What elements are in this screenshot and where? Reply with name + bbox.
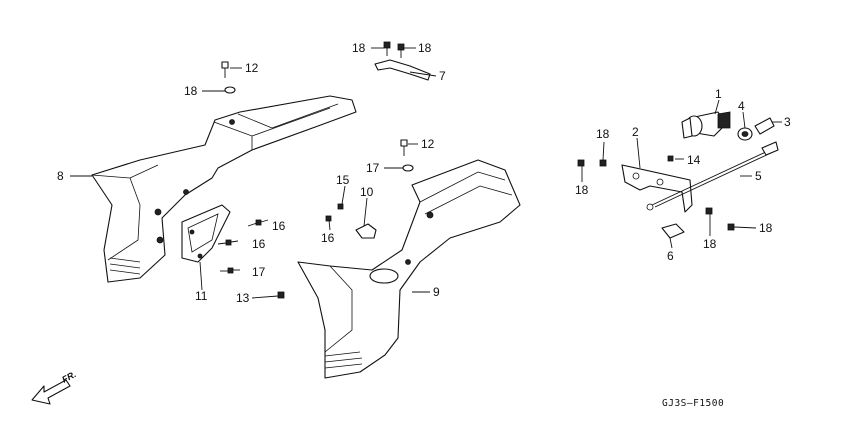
callout-12: 12 xyxy=(421,137,435,151)
callout-8: 8 xyxy=(57,169,64,183)
screw[interactable] xyxy=(255,219,269,226)
callout-11: 11 xyxy=(195,289,208,303)
cable-clamp[interactable] xyxy=(661,223,685,239)
washer[interactable] xyxy=(224,86,236,94)
callout-18: 18 xyxy=(352,41,366,55)
callout-15: 16 xyxy=(321,231,335,245)
lock-cap[interactable] xyxy=(754,117,775,135)
screw[interactable] xyxy=(727,223,735,231)
front-direction-arrow: FR. xyxy=(31,369,78,405)
screw[interactable] xyxy=(577,159,585,167)
right-side-cover[interactable] xyxy=(297,159,521,379)
callout-18: 18 xyxy=(596,127,610,141)
leader-lines xyxy=(70,47,782,299)
callout-6: 6 xyxy=(667,249,674,263)
callout-5: 5 xyxy=(755,169,762,183)
screw[interactable] xyxy=(705,207,713,215)
screw[interactable] xyxy=(225,239,239,246)
callout-3: 3 xyxy=(784,115,791,129)
callout-10: 10 xyxy=(360,185,374,199)
callout-16: 16 xyxy=(252,237,266,251)
callout-18: 18 xyxy=(575,183,589,197)
callout-2: 2 xyxy=(632,125,639,139)
callout-16: 17 xyxy=(252,265,266,279)
callout-16: 16 xyxy=(272,219,286,233)
callout-1: 1 xyxy=(715,87,722,101)
bracket[interactable] xyxy=(374,59,431,81)
bolt[interactable] xyxy=(400,139,408,156)
callout-15: 15 xyxy=(336,173,350,187)
screw[interactable] xyxy=(397,43,405,58)
screw[interactable] xyxy=(599,159,607,167)
callouts: 8 12 18 18 18 7 12 17 15 16 10 16 16 17 … xyxy=(57,41,791,305)
washer[interactable] xyxy=(402,164,414,172)
drawing-code: GJ3S—F1500 xyxy=(662,398,724,409)
lock-cable[interactable] xyxy=(646,141,779,211)
bolt[interactable] xyxy=(667,155,674,162)
lock-bracket[interactable] xyxy=(621,164,693,213)
screw[interactable] xyxy=(337,203,344,210)
inner-panel[interactable] xyxy=(181,204,231,263)
callout-18: 18 xyxy=(703,237,717,251)
callout-17: 17 xyxy=(366,161,380,175)
callout-4: 4 xyxy=(738,99,745,113)
callout-13: 13 xyxy=(236,291,250,305)
callout-9: 9 xyxy=(433,285,440,299)
callout-17: 18 xyxy=(184,84,198,98)
callout-18: 18 xyxy=(759,221,773,235)
screw[interactable] xyxy=(227,267,240,274)
callout-7: 7 xyxy=(439,69,446,83)
callout-12: 12 xyxy=(245,61,259,75)
screw[interactable] xyxy=(277,291,285,299)
left-side-cover[interactable] xyxy=(91,95,357,283)
bolt[interactable] xyxy=(221,61,229,78)
collar[interactable] xyxy=(737,127,753,141)
callout-14: 14 xyxy=(687,153,701,167)
key-lock[interactable] xyxy=(681,111,731,139)
direction-label: FR. xyxy=(60,369,77,385)
screw[interactable] xyxy=(325,215,332,222)
clip[interactable] xyxy=(355,223,377,239)
screw[interactable] xyxy=(383,41,391,56)
callout-18: 18 xyxy=(418,41,432,55)
